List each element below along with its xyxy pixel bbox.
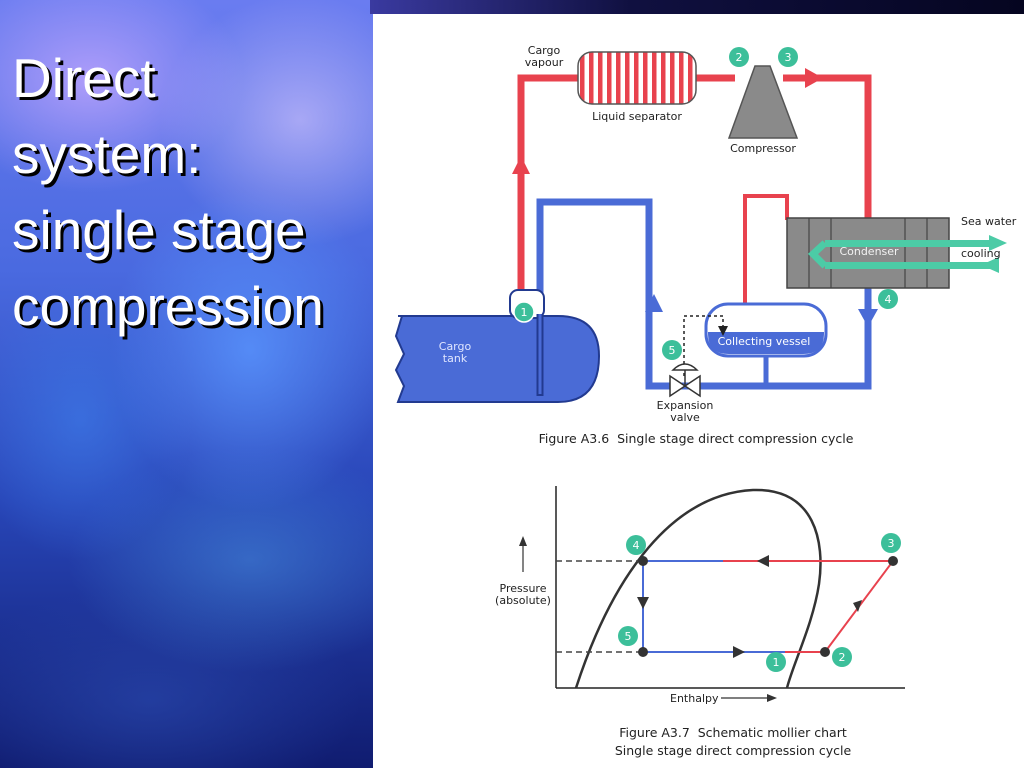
svg-text:5: 5	[669, 344, 676, 357]
figure-a37-caption-2: Single stage direct compression cycle	[615, 743, 852, 758]
marker-4: 4	[878, 289, 898, 309]
cargo-vapour-label-2: vapour	[525, 56, 564, 69]
marker-5: 5	[662, 340, 682, 360]
title-line-2: system:	[12, 123, 202, 185]
vessel-liquid	[708, 332, 824, 354]
state-point-5	[638, 647, 648, 657]
vapour-pipe	[517, 74, 579, 304]
flow-arrow-up	[512, 156, 530, 174]
figure-a36-caption: Figure A3.6 Single stage direct compress…	[539, 431, 854, 446]
liquid-separator	[577, 51, 697, 105]
figure-a37: 4 3 5 1 2 Pressure (absolute) Enthalpy F…	[495, 486, 905, 758]
collecting-vessel-label: Collecting vessel	[718, 335, 811, 348]
y-axis-label-2: (absolute)	[495, 594, 551, 607]
svg-text:4: 4	[633, 539, 640, 552]
sea-water-label: Sea water	[961, 215, 1017, 228]
saturation-curve	[574, 488, 822, 689]
level-control-line	[683, 315, 724, 376]
flow-arrow-up-liquid	[645, 294, 663, 312]
cooling-label: cooling	[961, 247, 1001, 260]
svg-text:5: 5	[625, 630, 632, 643]
slide-title: Direct system: single stage compression	[12, 40, 362, 344]
svg-text:1: 1	[773, 656, 780, 669]
figure-a37-caption-1: Figure A3.7 Schematic mollier chart	[619, 725, 847, 740]
title-line-4: compression	[12, 275, 324, 337]
condenser	[786, 217, 1007, 289]
svg-text:3: 3	[785, 51, 792, 64]
state-point-4	[638, 556, 648, 566]
svg-text:4: 4	[885, 293, 892, 306]
liquid-separator-label: Liquid separator	[592, 110, 682, 123]
arrow-3-4	[757, 555, 769, 567]
compressor-label: Compressor	[730, 142, 796, 155]
figure-panel: Liquid separator Cargo vapour Compressor…	[373, 14, 1024, 768]
y-axis-label-1: Pressure	[500, 582, 547, 595]
state-point-2	[820, 647, 830, 657]
arrow-5-1	[733, 646, 745, 658]
svg-text:2: 2	[839, 651, 846, 664]
figure-a36: Liquid separator Cargo vapour Compressor…	[394, 44, 1017, 446]
chart-marker-3: 3	[881, 533, 901, 553]
liquid-pipe-return	[536, 198, 872, 396]
title-line-3: single stage	[12, 199, 306, 261]
cargo-vapour-label-1: Cargo	[528, 44, 561, 57]
x-axis-label: Enthalpy	[670, 692, 719, 705]
cargo-tank-label-1: Cargo	[439, 340, 472, 353]
y-arrow-head	[519, 536, 527, 546]
x-arrow-head	[767, 694, 777, 702]
marker-1: 1	[513, 301, 535, 323]
marker-2: 2	[729, 47, 749, 67]
svg-text:1: 1	[521, 306, 528, 319]
expansion-valve	[669, 363, 701, 398]
state-point-3	[888, 556, 898, 566]
expansion-valve-label-2: valve	[670, 411, 700, 424]
flow-arrow-down	[858, 309, 878, 327]
vent-line	[743, 194, 789, 304]
condenser-label: Condenser	[839, 245, 899, 258]
chart-marker-4: 4	[626, 535, 646, 555]
chart-marker-2: 2	[832, 647, 852, 667]
flow-arrow-right	[805, 68, 823, 88]
diagram-svg: Liquid separator Cargo vapour Compressor…	[394, 44, 1017, 758]
cargo-tank-label-2: tank	[443, 352, 468, 365]
chart-marker-1: 1	[766, 652, 786, 672]
arrow-2-3	[853, 600, 862, 612]
level-arrow	[718, 326, 728, 336]
svg-text:2: 2	[736, 51, 743, 64]
cargo-tank	[394, 315, 601, 403]
expansion-valve-label-1: Expansion	[657, 399, 714, 412]
title-line-1: Direct	[12, 47, 156, 109]
svg-text:3: 3	[888, 537, 895, 550]
compressor	[727, 65, 799, 139]
marker-3: 3	[778, 47, 798, 67]
chart-marker-5: 5	[618, 626, 638, 646]
top-strip	[370, 0, 1024, 14]
arrow-4-5	[637, 597, 649, 609]
